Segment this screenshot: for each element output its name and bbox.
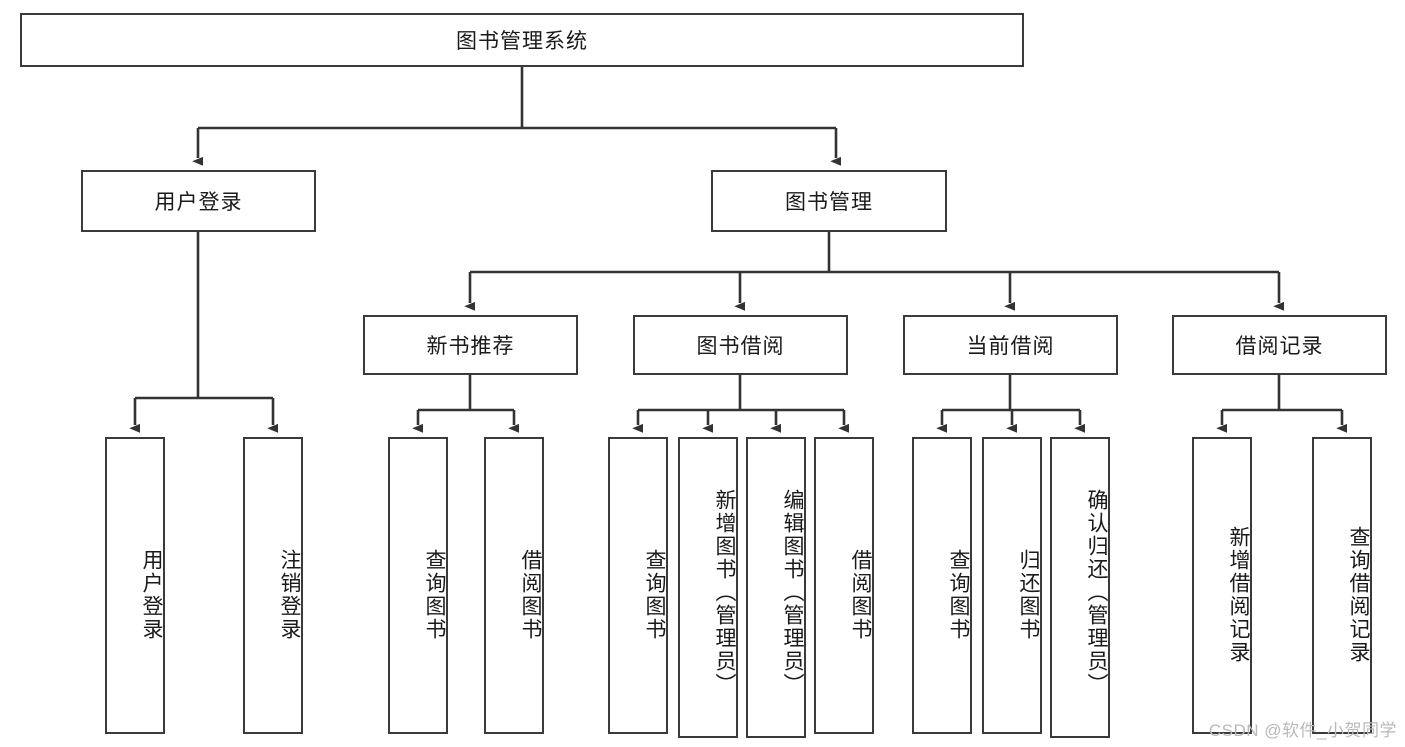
node-current-borrow[interactable]: 当前借阅 [903, 315, 1118, 375]
node-new-book-recommend[interactable]: 新书推荐 [363, 315, 578, 375]
leaf-user-login[interactable]: 用户登录 [105, 437, 165, 734]
leaf-query-borrow-record[interactable]: 查询借阅记录 [1312, 437, 1372, 734]
node-book-borrow[interactable]: 图书借阅 [633, 315, 848, 375]
node-book-management[interactable]: 图书管理 [711, 170, 947, 232]
leaf-borrow-book-newbook[interactable]: 借阅图书 [484, 437, 544, 734]
node-borrow-record[interactable]: 借阅记录 [1172, 315, 1387, 375]
leaf-query-book-borrow[interactable]: 查询图书 [608, 437, 668, 734]
leaf-add-borrow-record[interactable]: 新增借阅记录 [1192, 437, 1252, 734]
node-user-login[interactable]: 用户登录 [81, 170, 316, 232]
leaf-confirm-return-admin[interactable]: 确认归还（管理员） [1050, 437, 1110, 738]
leaf-return-book[interactable]: 归还图书 [982, 437, 1042, 734]
leaf-query-book-current[interactable]: 查询图书 [912, 437, 972, 734]
leaf-add-book-admin[interactable]: 新增图书（管理员） [678, 437, 738, 738]
leaf-logout-login[interactable]: 注销登录 [243, 437, 303, 734]
leaf-borrow-book[interactable]: 借阅图书 [814, 437, 874, 734]
leaf-edit-book-admin[interactable]: 编辑图书（管理员） [746, 437, 806, 738]
leaf-query-book-newbook[interactable]: 查询图书 [388, 437, 448, 734]
watermark-text: CSDN @软件_小贺同学 [1208, 721, 1397, 740]
node-root-book-management-system[interactable]: 图书管理系统 [20, 13, 1024, 67]
